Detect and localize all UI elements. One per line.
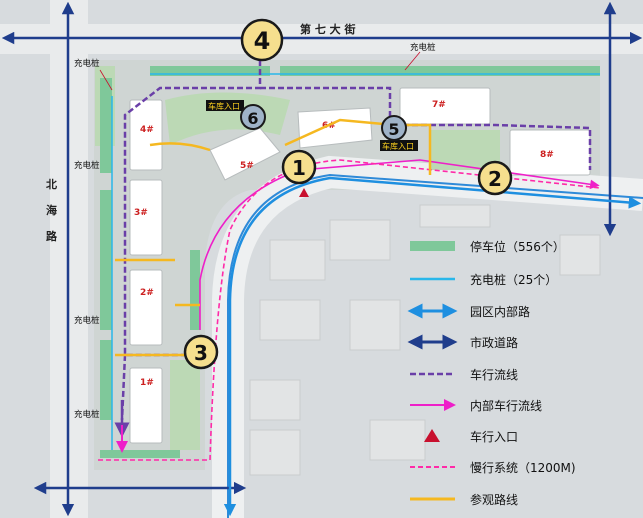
road-label-north: 第 七 大 街 (300, 22, 356, 36)
building-label-8: 8# (540, 150, 554, 160)
building-label-3: 3# (134, 208, 148, 218)
garage-entrance-right: 车库入口 (382, 141, 414, 151)
legend: 停车位（556个） 充电桩（25个） 园区内部路 市政道路 车行流线 内部车行流… (407, 239, 576, 507)
marker-2-label: 2 (488, 167, 502, 191)
building-label-2: 2# (140, 288, 154, 298)
legend-label-municipal-road: 市政道路 (470, 335, 518, 350)
marker-1[interactable]: 1 (281, 149, 317, 185)
marker-4[interactable]: 4 (240, 18, 284, 62)
legend-label-parking: 停车位（556个） (470, 239, 565, 254)
building-3 (129, 179, 163, 256)
road-label-west-3: 路 (46, 229, 58, 243)
marker-5-label: 5 (388, 120, 399, 139)
marker-6-label: 6 (247, 109, 258, 128)
building-5 (209, 127, 281, 181)
marker-3-label: 3 (194, 341, 208, 365)
legend-parking-swatch (410, 241, 455, 251)
marker-4-label: 4 (254, 27, 271, 55)
legend-label-charging: 充电桩（25个） (470, 272, 557, 287)
charging-label-5: 充电桩 (410, 42, 436, 53)
charging-label-3: 充电桩 (74, 315, 100, 326)
parking-strips (100, 66, 600, 458)
garage-entrance-left: 车库入口 (208, 101, 240, 111)
building-1 (129, 367, 163, 444)
marker-6[interactable]: 6 (240, 104, 266, 130)
legend-label-inner-route: 内部车行流线 (470, 398, 542, 413)
charging-label-2: 充电桩 (74, 160, 100, 171)
legend-entrance-triangle (424, 429, 440, 442)
legend-label-vehicle-route: 车行流线 (470, 367, 518, 382)
charging-leader-5 (404, 51, 421, 71)
building-label-5: 5# (240, 161, 254, 171)
marker-5[interactable]: 5 (381, 115, 407, 141)
marker-1-label: 1 (292, 156, 306, 180)
building-4 (129, 99, 163, 171)
legend-label-visit-route: 参观路线 (470, 492, 518, 507)
charging-line (111, 73, 600, 450)
building-6 (297, 107, 373, 149)
charging-leader-1 (99, 69, 113, 91)
garage-entrance-left-bg (206, 100, 244, 111)
slow-traffic-route (98, 159, 601, 461)
building-label-1: 1# (140, 378, 154, 388)
marker-2[interactable]: 2 (477, 160, 513, 196)
garage-entrance-right-bg (380, 140, 418, 151)
building-label-4: 4# (140, 125, 154, 135)
buildings (129, 87, 591, 444)
charging-label-1: 充电桩 (74, 58, 100, 69)
charging-label-4: 充电桩 (74, 409, 100, 420)
road-label-west-1: 北 (46, 177, 57, 191)
legend-label-slow-traffic: 慢行系统（1200M) (470, 461, 576, 475)
legend-label-entrance: 车行入口 (470, 429, 518, 444)
legend-label-internal-road: 园区内部路 (470, 304, 530, 319)
building-2 (129, 269, 163, 346)
marker-3[interactable]: 3 (183, 334, 219, 370)
building-label-7: 7# (432, 100, 446, 110)
vehicle-entrance-marker (299, 188, 309, 197)
internal-road (223, 176, 642, 517)
road-label-west-2: 海 (46, 203, 57, 217)
